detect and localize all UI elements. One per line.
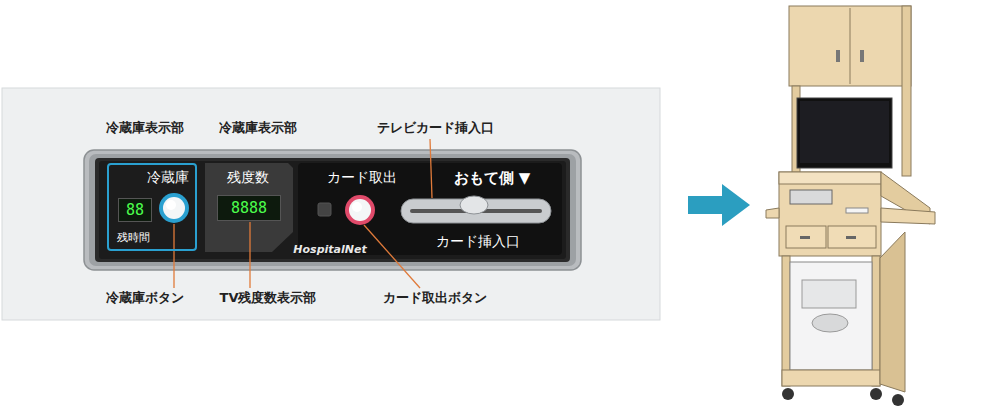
led-digits: 88 <box>126 202 144 219</box>
callout-label: カード取出ボタン <box>383 291 487 305</box>
section-title: カード取出 <box>327 170 397 185</box>
orientation-hint: おもて側 ▼ <box>454 170 531 187</box>
eject-button-shine <box>352 202 362 212</box>
indicator-lamp <box>318 203 331 216</box>
leader-line <box>364 225 420 288</box>
callout-label: TV残度数表示部 <box>220 291 317 305</box>
callout-label: テレビカード挿入口 <box>377 121 494 135</box>
panel-bezel <box>84 150 581 270</box>
fridge-button-shine <box>166 200 176 210</box>
panel-face <box>95 158 570 262</box>
callout-label: 冷蔵庫表示部 <box>106 121 184 135</box>
eject-button-ring <box>345 195 375 225</box>
led-digits: 8888 <box>231 200 267 217</box>
panel-ground <box>2 88 660 320</box>
fridge-button-ring <box>159 193 189 223</box>
eject-button <box>349 199 371 221</box>
fridge-section: 冷蔵庫残時間 88 <box>107 163 197 251</box>
brand-logo: HospitalNet <box>293 244 366 256</box>
tv-display: 8888 <box>217 195 281 221</box>
leader-line <box>430 139 432 198</box>
callout-label: 冷蔵庫ボタン <box>106 291 184 305</box>
slot-caption: カード挿入口 <box>436 234 520 249</box>
leader-line <box>173 224 174 288</box>
section-title: 冷蔵庫 <box>147 170 189 185</box>
panel-bezel-inner <box>89 154 576 266</box>
section-title: 残度数 <box>227 170 269 185</box>
tv-section: 残度数 8888 <box>205 163 293 252</box>
fridge-display: 88 <box>118 198 152 222</box>
transition-arrow <box>688 184 750 226</box>
display-caption: 残時間 <box>117 232 150 244</box>
leader-line <box>249 222 250 288</box>
callout-label: 冷蔵庫表示部 <box>219 121 297 135</box>
control-panel: HospitalNet冷蔵庫残時間88残度数8888カード取出おもて側 ▼カード… <box>95 158 570 262</box>
card-section-shape <box>298 163 562 255</box>
panel-face-inner <box>99 161 566 259</box>
bedside-cabinet <box>766 6 935 406</box>
card-slot-notch <box>460 196 488 214</box>
tv-section-shape <box>205 163 293 252</box>
card-section: カード取出 おもて側 ▼ カード挿入口 <box>298 163 562 255</box>
fridge-button <box>163 197 185 219</box>
